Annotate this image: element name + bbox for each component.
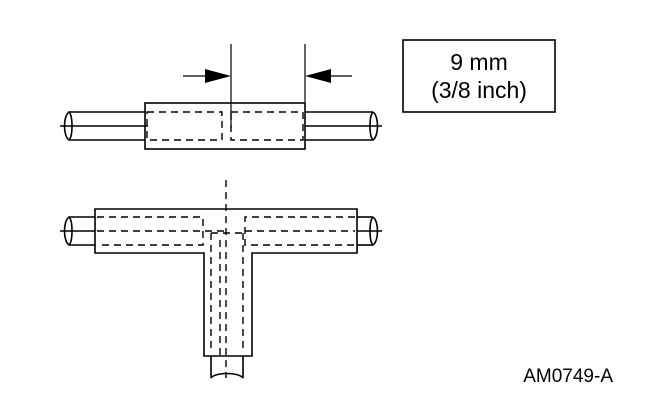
callout-dimension-inch: (3/8 inch) bbox=[431, 77, 527, 103]
figure-reference-code: AM0749-A bbox=[523, 366, 613, 387]
tee-splice bbox=[60, 180, 382, 379]
arrow-right bbox=[305, 69, 352, 83]
straight-splice bbox=[60, 44, 382, 150]
arrow-left bbox=[183, 69, 231, 83]
tee-tube-right bbox=[357, 216, 382, 247]
dimension-callout: 9 mm (3/8 inch) bbox=[402, 39, 556, 113]
hidden-tube-end-right bbox=[230, 111, 304, 141]
tee-hidden-tube-branch bbox=[210, 232, 244, 350]
tube-right bbox=[305, 111, 382, 142]
hidden-tube-end-left bbox=[146, 111, 223, 141]
tube-left bbox=[60, 110, 148, 142]
tee-hidden-tube-left bbox=[97, 216, 204, 246]
tee-tube-branch bbox=[210, 356, 244, 379]
tee-tube-left bbox=[60, 215, 95, 247]
callout-dimension-mm: 9 mm bbox=[450, 49, 508, 75]
tee-connector-body bbox=[94, 208, 358, 357]
callout-box bbox=[402, 39, 556, 113]
straight-connector-sleeve bbox=[144, 102, 306, 150]
